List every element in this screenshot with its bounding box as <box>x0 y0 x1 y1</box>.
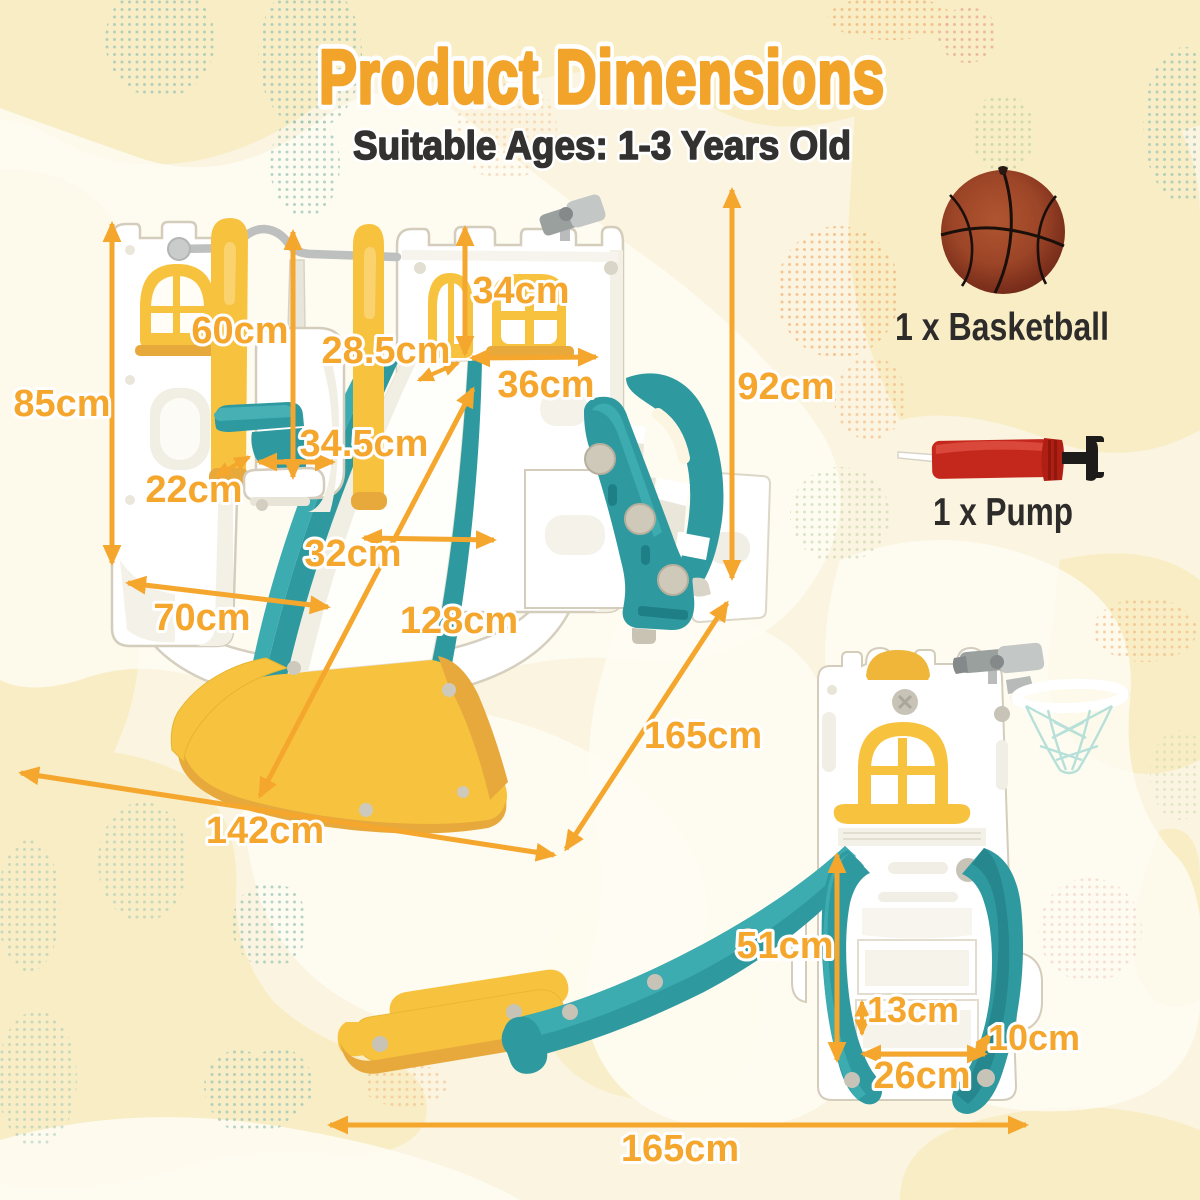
svg-text:Product Dimensions: Product Dimensions <box>319 35 885 120</box>
svg-text:165cm: 165cm <box>644 715 762 757</box>
svg-text:34.5cm: 34.5cm <box>300 423 429 465</box>
svg-text:26cm: 26cm <box>873 1055 970 1097</box>
svg-text:10cm: 10cm <box>988 1017 1080 1058</box>
svg-text:13cm: 13cm <box>867 989 959 1030</box>
svg-text:Product Dimensions: Product Dimensions <box>319 35 885 120</box>
svg-text:Suitable Ages: 1-3 Years Old: Suitable Ages: 1-3 Years Old <box>353 124 851 168</box>
svg-text:165cm: 165cm <box>621 1128 739 1170</box>
svg-text:85cm: 85cm <box>13 383 110 425</box>
svg-text:60cm: 60cm <box>191 310 288 352</box>
svg-text:128cm: 128cm <box>400 600 518 642</box>
svg-text:32cm: 32cm <box>304 533 401 575</box>
svg-text:92cm: 92cm <box>737 366 834 408</box>
svg-text:28.5cm: 28.5cm <box>322 330 451 372</box>
svg-text:22cm: 22cm <box>145 469 242 511</box>
svg-text:36cm: 36cm <box>497 364 594 406</box>
svg-text:1 x Pump: 1 x Pump <box>933 491 1073 534</box>
svg-text:70cm: 70cm <box>153 597 250 639</box>
svg-text:1 x Basketball: 1 x Basketball <box>895 306 1109 349</box>
svg-text:34cm: 34cm <box>472 270 569 312</box>
svg-text:51cm: 51cm <box>736 925 833 967</box>
svg-text:Suitable Ages: 1-3 Years Old: Suitable Ages: 1-3 Years Old <box>353 124 851 168</box>
svg-text:142cm: 142cm <box>206 810 324 852</box>
